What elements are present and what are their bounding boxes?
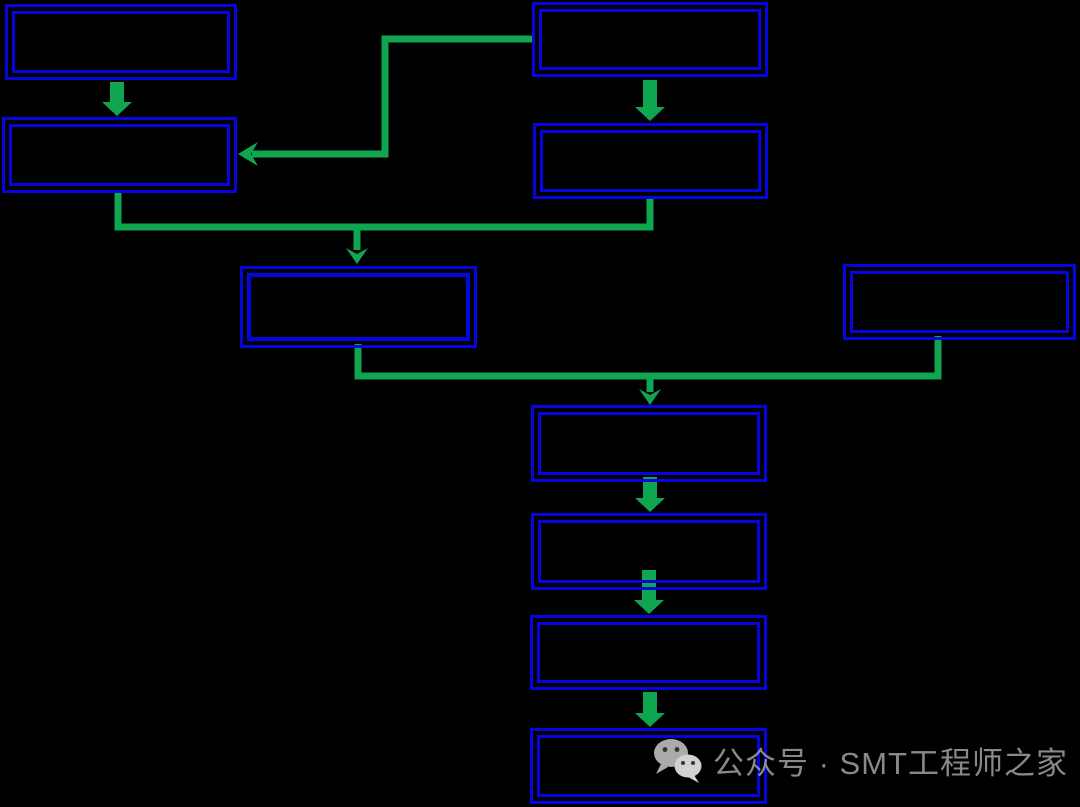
edge-node9-node10-block-arrow: [635, 692, 665, 727]
flow-node-1: [5, 4, 237, 80]
flow-node-10-label: [537, 735, 760, 797]
edge-merge-node7-arrowhead: [639, 389, 661, 405]
wechat-icon: [654, 739, 702, 783]
flow-node-2-label: [539, 9, 761, 70]
watermark: 公众号 · SMT工程师之家: [652, 736, 1068, 784]
edge-node1-node3-block-arrow: [102, 82, 132, 116]
edge-node2-node4-block-arrow: [635, 80, 665, 121]
edge-merge-node5-arrowhead: [346, 248, 368, 264]
flow-node-3-label: [9, 124, 230, 186]
flow-node-9: [530, 615, 767, 690]
flow-node-6-label: [850, 271, 1069, 333]
flow-node-9-label: [537, 622, 760, 683]
flow-node-4-label: [540, 130, 761, 192]
flow-node-5-label: [247, 273, 470, 341]
edge-node7-node8-block-arrow: [635, 477, 665, 512]
watermark-text: 公众号 · SMT工程师之家: [713, 745, 1068, 781]
flow-node-3: [2, 117, 237, 193]
flow-node-5: [240, 266, 477, 348]
flow-node-7-label: [538, 412, 760, 475]
edge-node8-node9-block-arrow: [634, 570, 664, 614]
flow-node-10: [530, 728, 767, 804]
edge-node3-node4-merge-line: [114, 190, 654, 231]
flow-node-1-label: [12, 11, 230, 73]
edge-node2-node3-line: [252, 35, 532, 158]
flow-node-8-label: [538, 520, 760, 583]
flow-node-8: [531, 513, 767, 590]
flow-node-7: [531, 405, 767, 482]
flow-node-4: [533, 123, 768, 199]
edge-node2-node3-arrowhead: [238, 142, 258, 166]
flow-node-2: [532, 2, 768, 77]
flow-node-6: [843, 264, 1076, 340]
